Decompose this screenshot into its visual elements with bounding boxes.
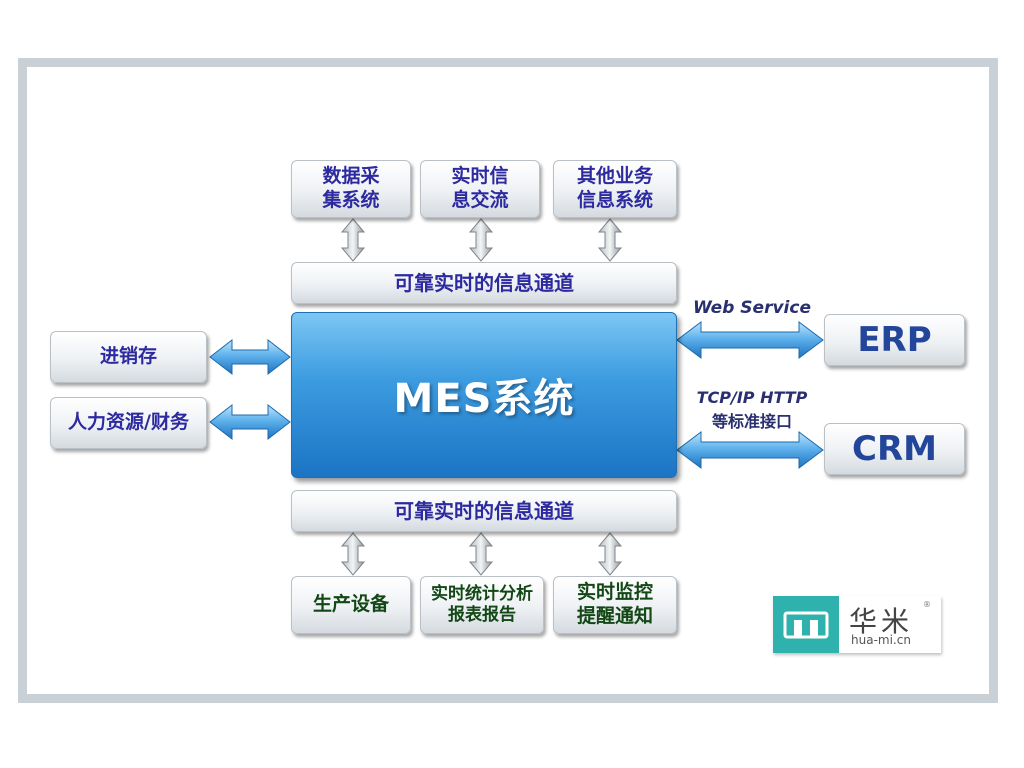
label-web-service: Web Service	[693, 298, 811, 318]
box-line: 生产设备	[312, 593, 389, 616]
box-line: 数据采	[322, 165, 380, 188]
box-line: 实时监控	[576, 581, 653, 604]
arrow-top-2	[468, 218, 494, 262]
arrow-right-1	[676, 321, 824, 359]
box-line: 其他业务	[576, 165, 653, 188]
box-monitoring-alert: 实时监控提醒通知	[553, 576, 677, 634]
label-standard-interface: 等标准接口	[711, 412, 792, 431]
bottom-channel: 可靠实时的信息通道	[291, 490, 677, 532]
box-hr-finance: 人力资源/财务	[50, 397, 207, 449]
box-data-collection: 数据采集系统	[291, 160, 411, 218]
arrow-bottom-1	[340, 532, 366, 576]
box-inventory: 进销存	[50, 331, 207, 383]
arrow-top-1	[340, 218, 366, 262]
box-line: 集系统	[322, 189, 380, 211]
box-erp: ERP	[824, 314, 965, 366]
box-line: 提醒通知	[576, 605, 653, 627]
box-statistics-report: 实时统计分析报表报告	[420, 576, 544, 634]
box-line: 实时信	[451, 165, 509, 188]
box-realtime-exchange: 实时信息交流	[420, 160, 540, 218]
logo-registered: ®	[923, 600, 931, 609]
box-other-systems: 其他业务信息系统	[553, 160, 677, 218]
top-channel: 可靠实时的信息通道	[291, 262, 677, 304]
arrow-top-3	[597, 218, 623, 262]
logo-mark-icon	[773, 596, 839, 653]
box-line: 报表报告	[448, 605, 516, 625]
box-crm: CRM	[824, 423, 965, 475]
arrow-bottom-3	[597, 532, 623, 576]
logo-text-cn: 华米	[849, 605, 914, 638]
arrow-left-2	[209, 403, 291, 441]
mes-system-box: MES系统	[291, 312, 677, 478]
box-line: 实时统计分析	[431, 583, 533, 604]
huami-logo: 华米 ® hua-mi.cn	[773, 596, 941, 653]
box-production-equipment: 生产设备	[291, 576, 411, 634]
box-line: 息交流	[451, 189, 509, 211]
label-protocol: TCP/IP HTTP	[696, 388, 808, 407]
arrow-right-2	[676, 431, 824, 469]
arrow-left-1	[209, 338, 291, 376]
logo-text-en: hua-mi.cn	[851, 633, 911, 647]
arrow-bottom-2	[468, 532, 494, 576]
box-line: 信息系统	[576, 189, 653, 211]
